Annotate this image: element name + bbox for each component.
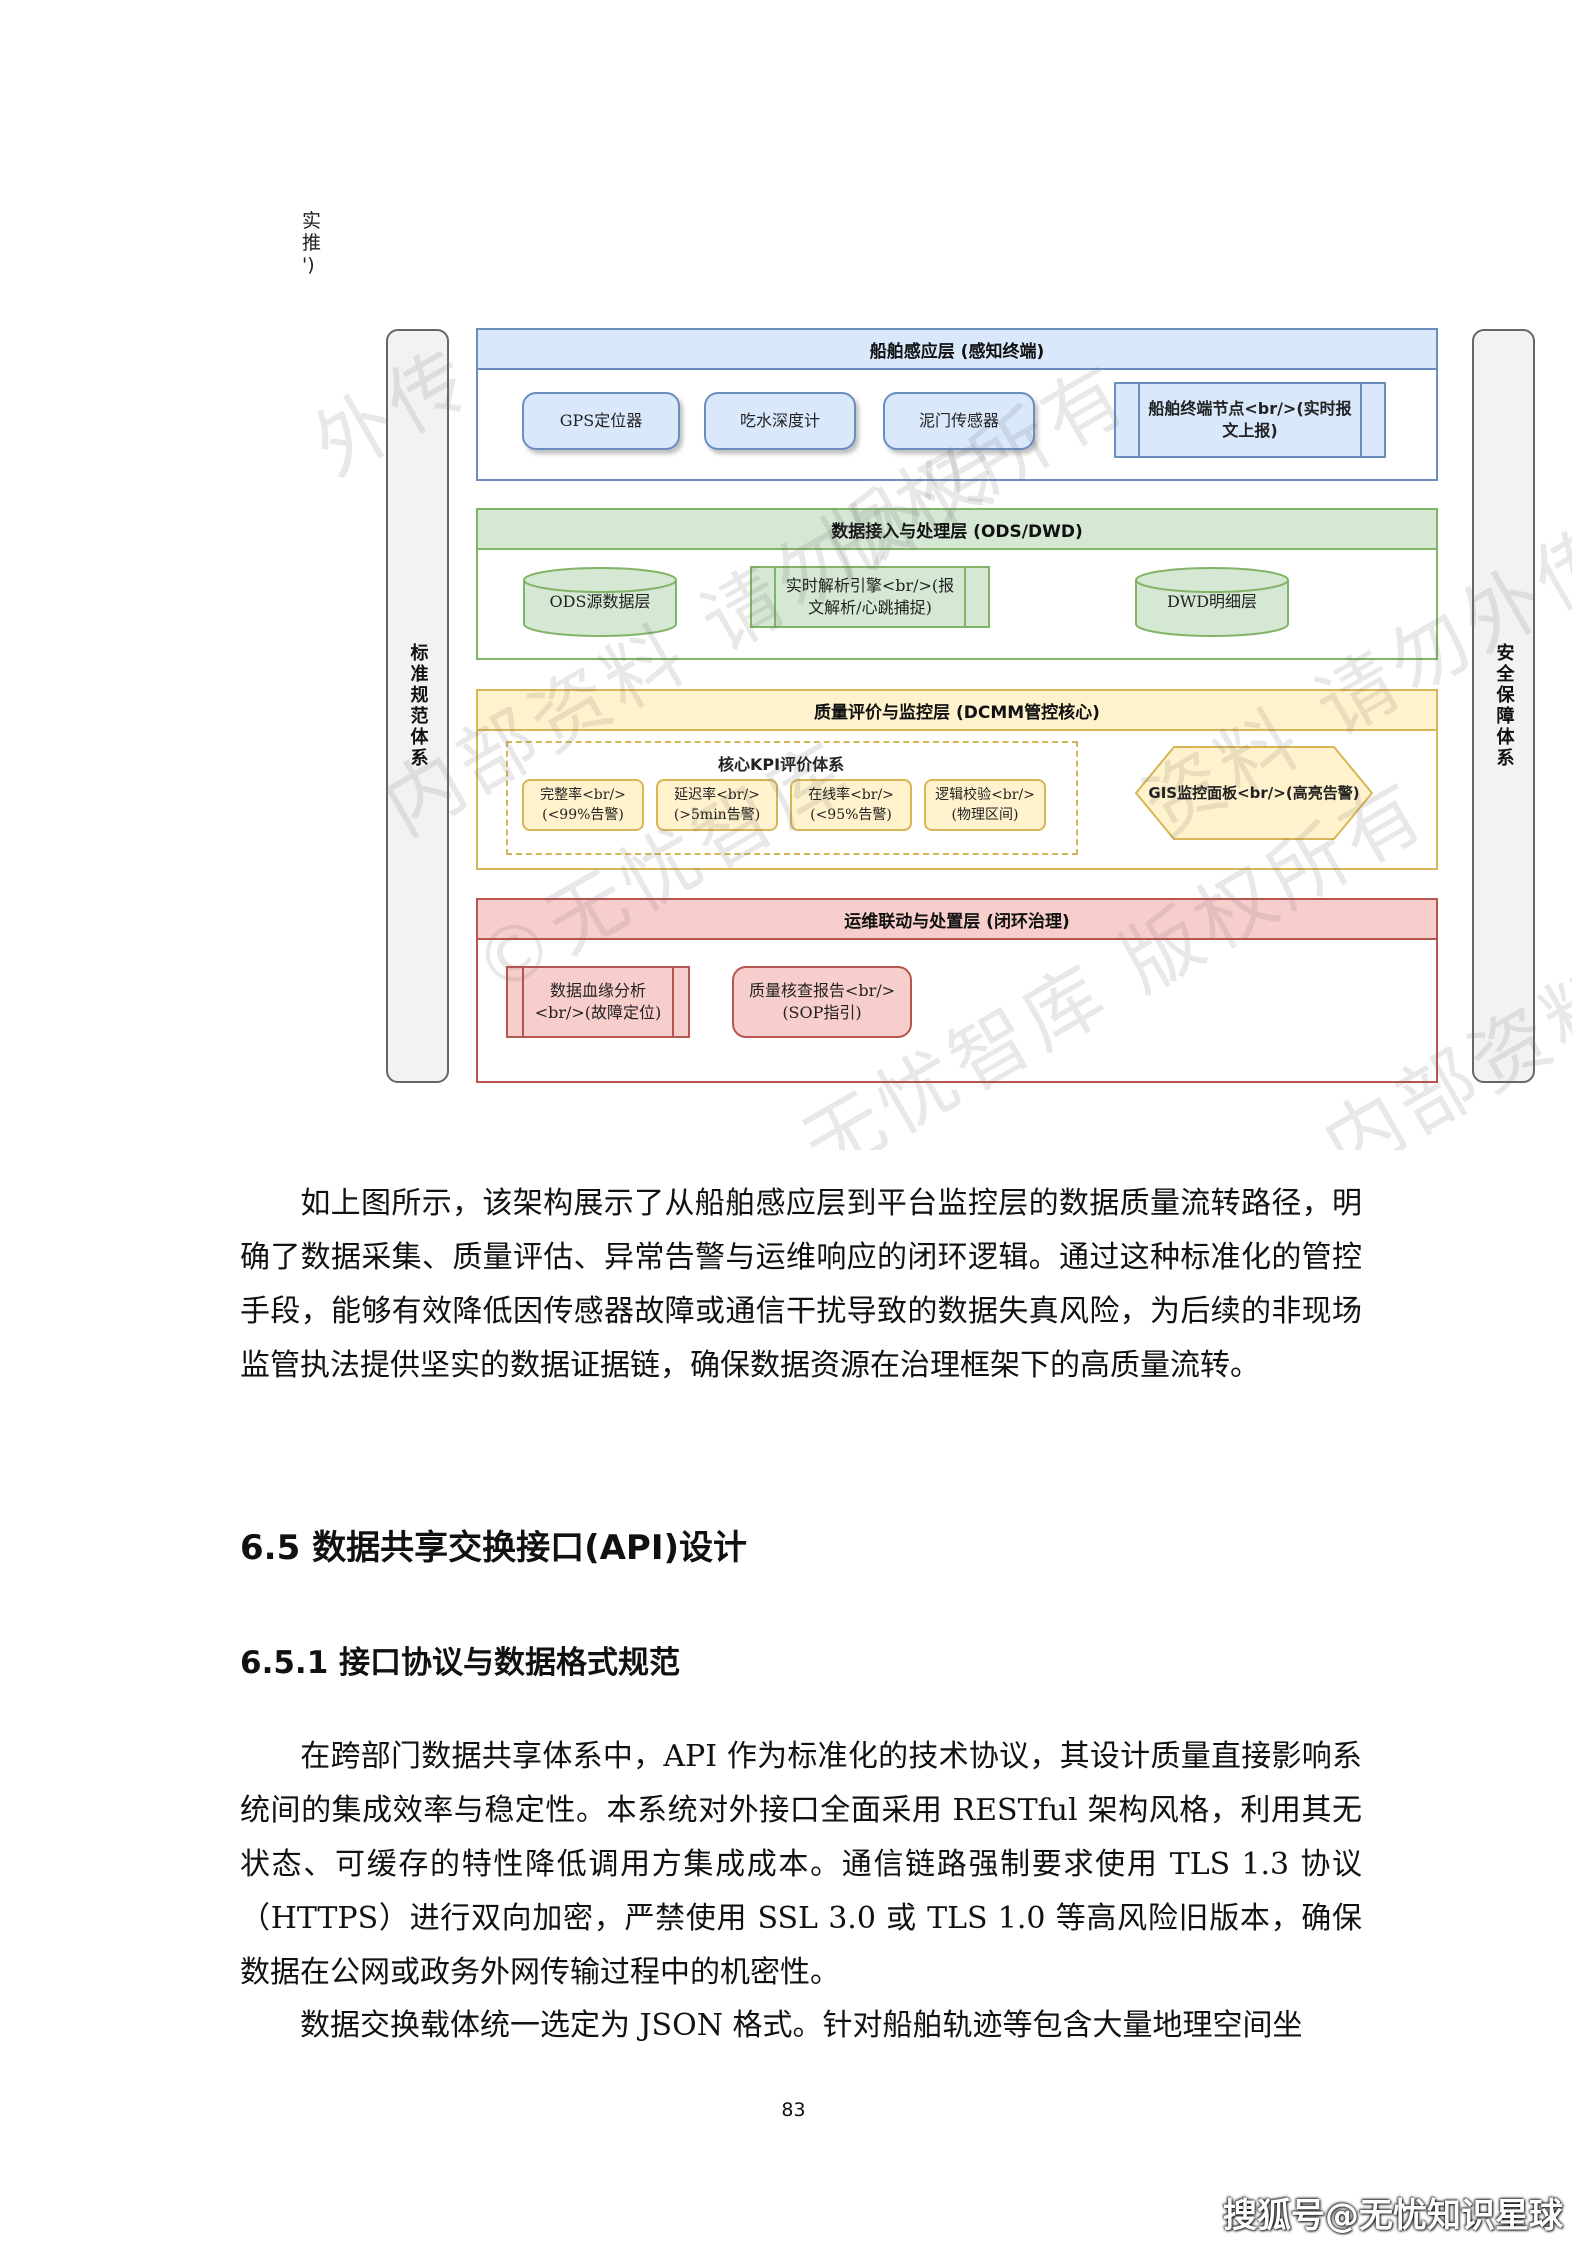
footer-brand-watermark: 搜狐号@无忧知识星球 <box>1223 2196 1563 2236</box>
kpi-logic-check: 逻辑校验<br/>(物理区间) <box>924 779 1046 831</box>
node-ods-source: ODS源数据层 <box>522 566 678 638</box>
layer-title: 质量评价与监控层 (DCMM管控核心) <box>478 691 1436 731</box>
node-realtime-parser: 实时解析引擎<br/>(报文解析/心跳捕捉) <box>750 566 990 628</box>
layer-title: 运维联动与处置层 (闭环治理) <box>478 900 1436 940</box>
layer-data-ingest: 数据接入与处理层 (ODS/DWD) ODS源数据层 实时解析引擎<br/>(报… <box>476 508 1438 660</box>
left-pillar-standards: 标准规范体系 <box>386 329 449 1083</box>
kpi-online-rate: 在线率<br/>(<95%告警) <box>790 779 912 831</box>
kpi-group-frame <box>506 741 1078 855</box>
paragraph-api-protocol: 在跨部门数据共享体系中，API 作为标准化的技术协议，其设计质量直接影响系统间的… <box>240 1739 1362 1990</box>
node-mud-door-sensor: 泥门传感器 <box>883 392 1035 450</box>
paragraph-json-format: 数据交换载体统一选定为 JSON 格式。针对船舶轨迹等包含大量地理空间坐 <box>300 2008 1303 2043</box>
node-draft-gauge: 吃水深度计 <box>704 392 856 450</box>
kpi-latency: 延迟率<br/>(>5min告警) <box>656 779 778 831</box>
layer-ship-sensing: 船舶感应层 (感知终端) GPS定位器 吃水深度计 泥门传感器 船舶终端节点<b… <box>476 328 1438 481</box>
kpi-group-title: 核心KPI评价体系 <box>718 755 845 774</box>
node-ship-terminal: 船舶终端节点<br/>(实时报文上报) <box>1114 382 1386 458</box>
node-dwd-detail: DWD明细层 <box>1134 566 1290 638</box>
section-heading-6-5-1: 6.5.1 接口协议与数据格式规范 <box>240 1645 681 1681</box>
section-heading-6-5: 6.5 数据共享交换接口(API)设计 <box>240 1528 748 1568</box>
node-gps: GPS定位器 <box>522 392 680 450</box>
gis-monitor-panel: GIS监控面板<br/>(高亮告警) <box>1134 745 1374 841</box>
page-number: 83 <box>781 2099 806 2121</box>
layer-ops-response: 运维联动与处置层 (闭环治理) 数据血缘分析<br/>(故障定位) 质量核查报告… <box>476 898 1438 1083</box>
node-lineage-analysis: 数据血缘分析<br/>(故障定位) <box>506 966 690 1038</box>
architecture-diagram: 实 推 ') 标准规范体系 安全保障体系 船舶感应层 (感知终端) GPS定位器… <box>300 200 1572 1150</box>
clipped-fragment: 实 推 ') <box>302 210 322 276</box>
kpi-completeness: 完整率<br/>(<99%告警) <box>522 779 644 831</box>
node-quality-report: 质量核查报告<br/>(SOP指引) <box>732 966 912 1038</box>
layer-quality-monitor: 质量评价与监控层 (DCMM管控核心) 核心KPI评价体系 完整率<br/>(<… <box>476 689 1438 870</box>
layer-title: 数据接入与处理层 (ODS/DWD) <box>478 510 1436 550</box>
layer-title: 船舶感应层 (感知终端) <box>478 330 1436 370</box>
right-pillar-security: 安全保障体系 <box>1472 329 1535 1083</box>
paragraph-diagram-summary: 如上图所示，该架构展示了从船舶感应层到平台监控层的数据质量流转路径，明确了数据采… <box>240 1186 1362 1383</box>
